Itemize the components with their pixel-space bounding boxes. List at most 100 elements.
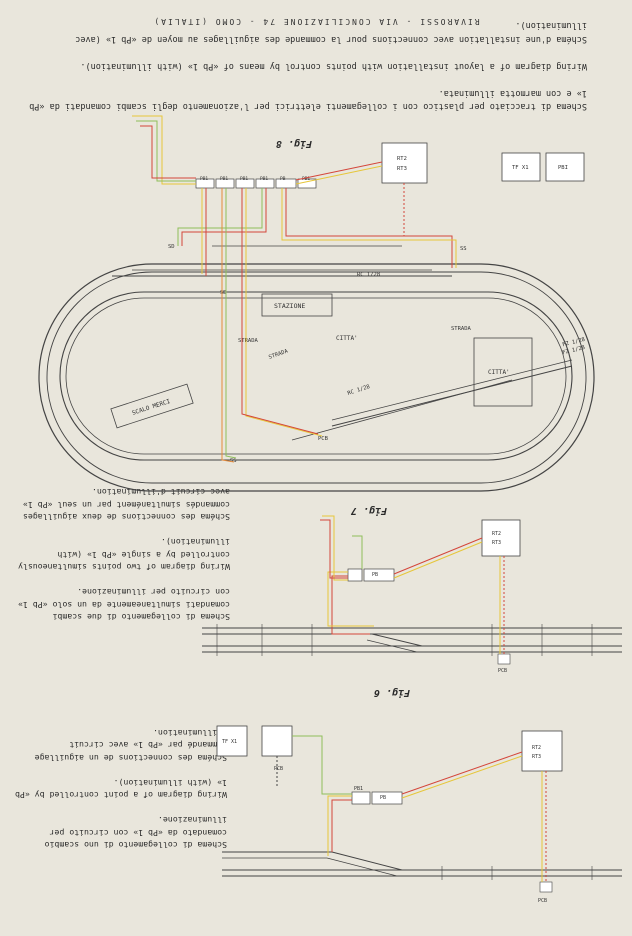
fig8-control-panel: PB PB1 PB1 PB1 PB1 PB1 xyxy=(195,176,317,189)
fig6-wiring xyxy=(276,735,547,882)
fig8-city-label: CITTA' xyxy=(336,335,358,342)
fig7-crossover xyxy=(371,633,423,647)
fig8-wire-yellow-2 xyxy=(245,188,323,437)
fig8-pb-box xyxy=(275,178,297,189)
fig8-transformer-rt xyxy=(381,142,428,184)
fig8-goods-yard-label: SCALO MERCI xyxy=(131,398,171,417)
fig8-pb1-label-2: PB1 xyxy=(240,176,248,182)
fig7-pcb-label: PCB xyxy=(498,668,507,674)
fig8-wiring xyxy=(132,115,457,463)
fig8-pb1-box-3 xyxy=(215,178,235,189)
fig7-pb1-box xyxy=(347,568,363,582)
fig8-wire-trafo-red xyxy=(295,161,383,181)
fig7-wire-red-3 xyxy=(320,519,348,579)
fig8-pb1-label-3: PB1 xyxy=(220,176,228,182)
fig6-wire-red-1 xyxy=(401,751,523,795)
fig8-pb1-box-2 xyxy=(235,178,255,189)
fig6-rt-label: RT3 xyxy=(532,754,541,760)
fig7-ties xyxy=(216,624,593,656)
fig8-wire-loop-green xyxy=(136,120,196,182)
fig8-pb1-label-1: PB1 xyxy=(260,176,268,182)
fig8-pb1-box-1 xyxy=(255,178,275,189)
fig7-transformer xyxy=(481,519,521,557)
fig7-rt-label-2: RT2 xyxy=(492,531,501,537)
fig8-outer-track xyxy=(38,263,595,492)
fig6-wire-yellow-1 xyxy=(401,755,523,799)
fig8-rc-label-1: RC 1/28 xyxy=(357,272,380,278)
fig8-transformer-pbi xyxy=(545,152,585,182)
fig8-outer-track-rail xyxy=(46,271,587,484)
fig8-pcb-label: PCB xyxy=(318,436,329,442)
fig8-wire-orange-1 xyxy=(221,188,235,463)
fig7-pcb-box xyxy=(497,653,511,665)
fig7-rt-label: RT3 xyxy=(492,540,501,546)
fig7-wire-red-1 xyxy=(393,537,483,575)
fig8-inner-track-rail xyxy=(65,297,567,455)
fig8-tfx-label: TF X1 xyxy=(512,165,529,171)
fig8-rt-label-2: RT2 xyxy=(397,156,407,162)
fig6-branch xyxy=(331,851,403,871)
fig8-wire-yellow-1 xyxy=(281,188,457,268)
fig8-wire-green-1 xyxy=(177,188,263,246)
fig7-diagram: PCB PB RT3 RT2 xyxy=(202,515,622,674)
fig8-transformer-tfx xyxy=(501,152,541,182)
fig6-ties xyxy=(441,866,593,880)
fig8-pb1-label-4: PB1 xyxy=(200,176,208,182)
fig8-road-label-1: STRADA xyxy=(451,326,472,332)
fig8-pb-label: PB xyxy=(280,176,286,182)
fig8-inner-track xyxy=(59,291,573,461)
fig8-ss-label-1: SS xyxy=(230,458,237,464)
fig8-station-building xyxy=(261,293,333,317)
fig6-diagram: PCB PB PB1 RT3 RT2 TF X1 PCB xyxy=(216,725,622,904)
fig6-wire-yellow-2 xyxy=(327,795,352,856)
fig8-pbi-label: PBI xyxy=(558,165,568,171)
fig6-rt-label-2: RT2 xyxy=(532,745,541,751)
fig8-wire-loop-yellow xyxy=(132,115,196,185)
fig6-transformer-rt xyxy=(521,730,563,772)
fig8-goods-yard xyxy=(110,383,194,429)
fig8-pb1-label-5: PB1 xyxy=(302,176,310,182)
fig7-wire-green xyxy=(352,535,363,569)
fig8-rt-label-1: RT3 xyxy=(397,166,407,172)
fig6-pb1-label: PB1 xyxy=(354,786,363,792)
fig8-wire-red-1 xyxy=(285,188,453,268)
fig8-road-label-2: STRADA xyxy=(268,348,289,361)
fig7-crossover-rail xyxy=(366,639,418,653)
fig6-pcb-label: PCB xyxy=(538,898,547,904)
fig7-pb-box xyxy=(363,568,395,582)
fig6-tfx-label: TF X1 xyxy=(222,739,237,745)
fig6-transformer-2 xyxy=(261,725,293,757)
fig8-fz-label-1: FZ 1/28 xyxy=(562,345,586,356)
fig7-wire-yellow-2 xyxy=(327,571,374,627)
fig8-sd-label-2: SD xyxy=(220,290,227,296)
fig8-station-label: STAZIONE xyxy=(274,302,305,310)
fig6-pb1-box xyxy=(351,791,371,805)
fig8-ss-label-2: SS xyxy=(460,246,467,252)
fig7-wiring xyxy=(320,515,505,654)
fig6-pcb-box xyxy=(539,881,553,893)
fig6-wire-red-2 xyxy=(331,799,352,852)
fig6-branch-rail xyxy=(326,857,398,877)
fig8-city-block-label: CITTA' xyxy=(488,369,510,376)
fig8-goods-track xyxy=(291,379,513,441)
fig6-pb-box xyxy=(371,791,403,805)
fig8-wire-green-2 xyxy=(225,188,237,459)
fig8-rc-label-2: RC 1/28 xyxy=(347,384,371,397)
fig8-sd-label-1: SD xyxy=(168,244,175,250)
fig6-pb-label: PB xyxy=(380,795,386,801)
fig6-transformer-tfx xyxy=(216,725,248,757)
fig7-wire-yellow-1 xyxy=(393,541,483,579)
fig8-city-block xyxy=(473,337,533,407)
fig8-wire-trafo-yellow xyxy=(295,165,383,185)
fig8-wire-red-2 xyxy=(181,188,267,246)
fig8-diagram: STAZIONE CITTA' CITTA' STRADA STRADA STR… xyxy=(38,115,595,492)
fig8-fz-label-2: FZ 1/28 xyxy=(562,337,586,348)
fig7-wire-yellow-3 xyxy=(322,515,348,581)
fig8-road-label-3: STRADA xyxy=(238,338,259,344)
fig6-pcb2-label: PCB xyxy=(274,766,283,772)
fig8-wire-red-3 xyxy=(241,188,319,435)
fig8-wire-loop-red xyxy=(140,125,196,179)
